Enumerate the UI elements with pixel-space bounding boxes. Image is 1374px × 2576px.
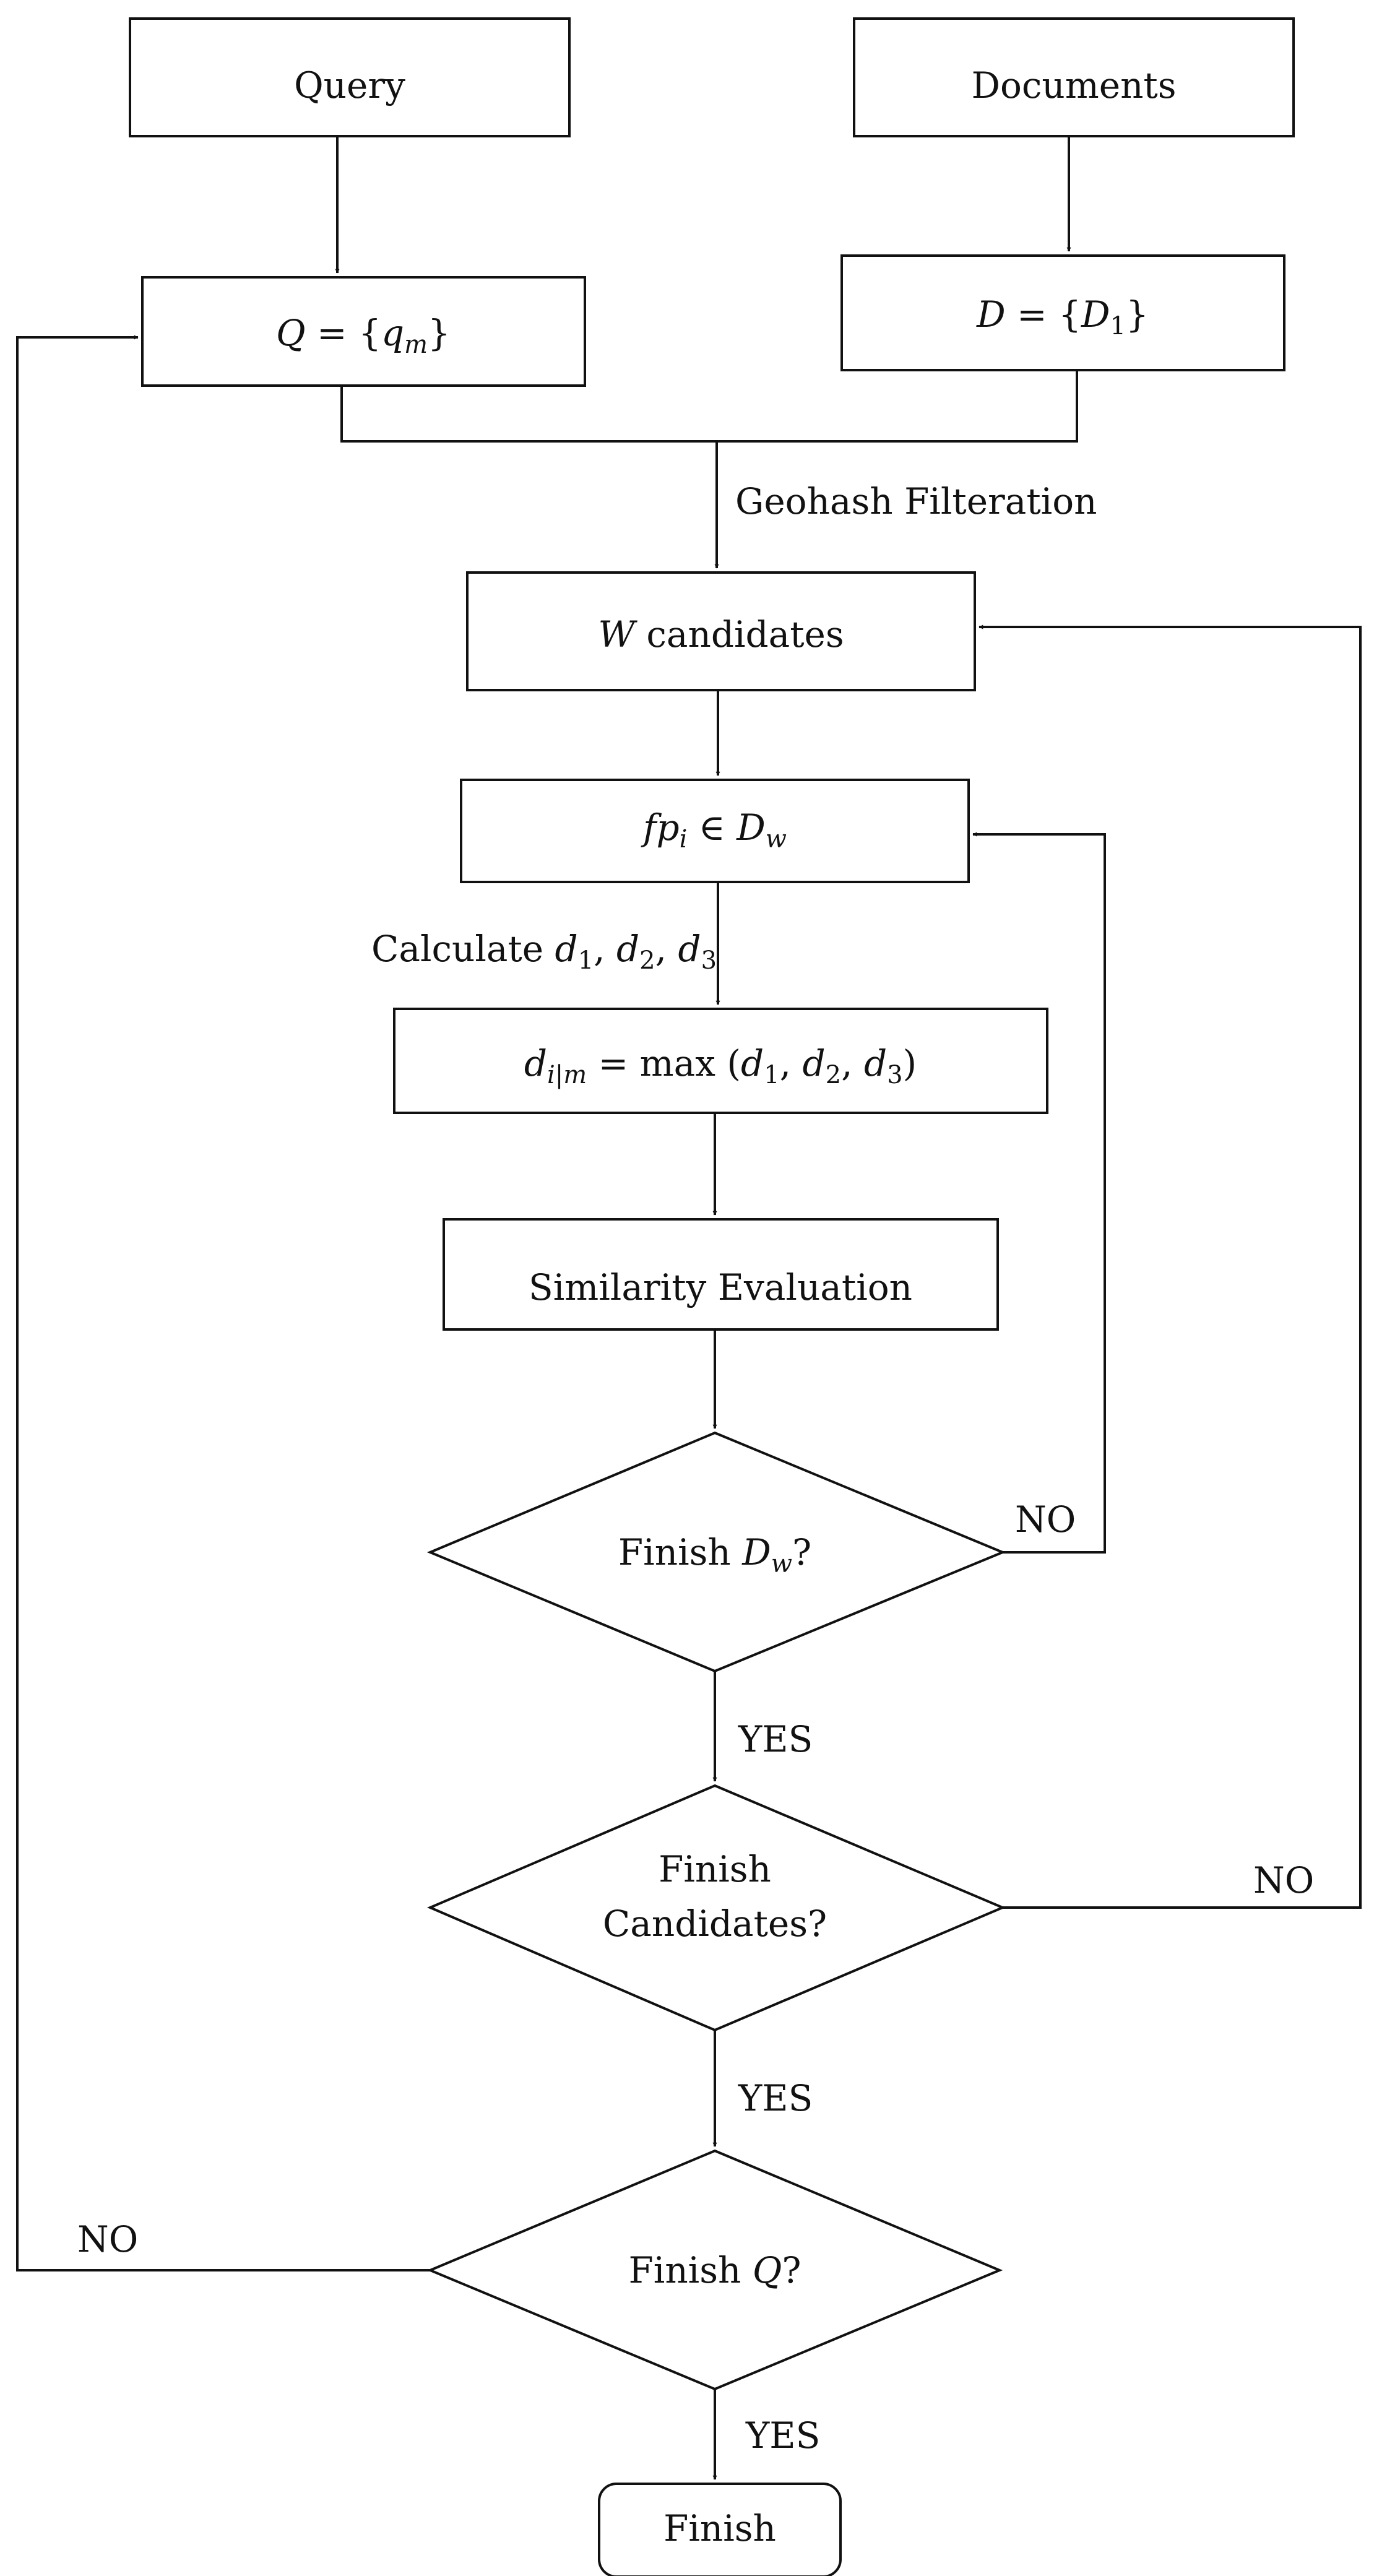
finish-q-label: Finish Q? bbox=[629, 2249, 802, 2291]
loop-no-candidates bbox=[979, 625, 1362, 1909]
loop-no-q bbox=[16, 335, 430, 2271]
finish-dw-decision: Finish Dw? bbox=[426, 1431, 1006, 1673]
finish-candidates-line2: Candidates? bbox=[603, 1903, 827, 1945]
similarity-node: Similarity Evaluation bbox=[443, 1218, 999, 1331]
fingerprint-node: fpi ∈ Dw bbox=[460, 779, 970, 883]
similarity-label: Similarity Evaluation bbox=[529, 1266, 912, 1308]
query-label: Query bbox=[294, 64, 405, 106]
query-set-node: Q = {qm} bbox=[141, 276, 586, 387]
finish-candidates-decision: Finish Candidates? bbox=[426, 1784, 1006, 2032]
documents-label: Documents bbox=[971, 64, 1176, 106]
yes-label-dw: YES bbox=[738, 1718, 813, 1760]
max-distance-formula: di|m = max (d1, d2, d3) bbox=[524, 1042, 917, 1089]
yes-label-q: YES bbox=[745, 2414, 820, 2457]
no-label-dw: NO bbox=[1015, 1498, 1076, 1541]
geohash-filteration-label: Geohash Filteration bbox=[735, 480, 1097, 522]
no-label-q: NO bbox=[77, 2218, 138, 2260]
yes-label-candidates: YES bbox=[738, 2077, 813, 2119]
w-candidates-label: W candidates bbox=[598, 613, 844, 655]
documents-node: Documents bbox=[853, 17, 1295, 137]
no-label-candidates: NO bbox=[1253, 1859, 1314, 1901]
finish-terminal: Finish bbox=[598, 2483, 842, 2576]
document-set-formula: D = {D1} bbox=[976, 293, 1149, 340]
finish-dw-label: Finish Dw? bbox=[618, 1531, 811, 1578]
w-candidates-node: W candidates bbox=[466, 571, 976, 691]
finish-q-decision: Finish Q? bbox=[426, 2149, 1003, 2391]
merge-connector bbox=[340, 370, 1078, 443]
fingerprint-formula: fpi ∈ Dw bbox=[641, 806, 787, 854]
document-set-node: D = {D1} bbox=[840, 254, 1285, 371]
calculate-label: Calculate d1, d2, d3 bbox=[371, 928, 717, 975]
finish-candidates-line1: Finish bbox=[659, 1848, 771, 1890]
finish-label: Finish bbox=[663, 2507, 776, 2549]
query-set-formula: Q = {qm} bbox=[276, 312, 451, 359]
max-distance-node: di|m = max (d1, d2, d3) bbox=[393, 1008, 1048, 1114]
loop-no-dw bbox=[972, 832, 1106, 1554]
query-node: Query bbox=[129, 17, 571, 137]
